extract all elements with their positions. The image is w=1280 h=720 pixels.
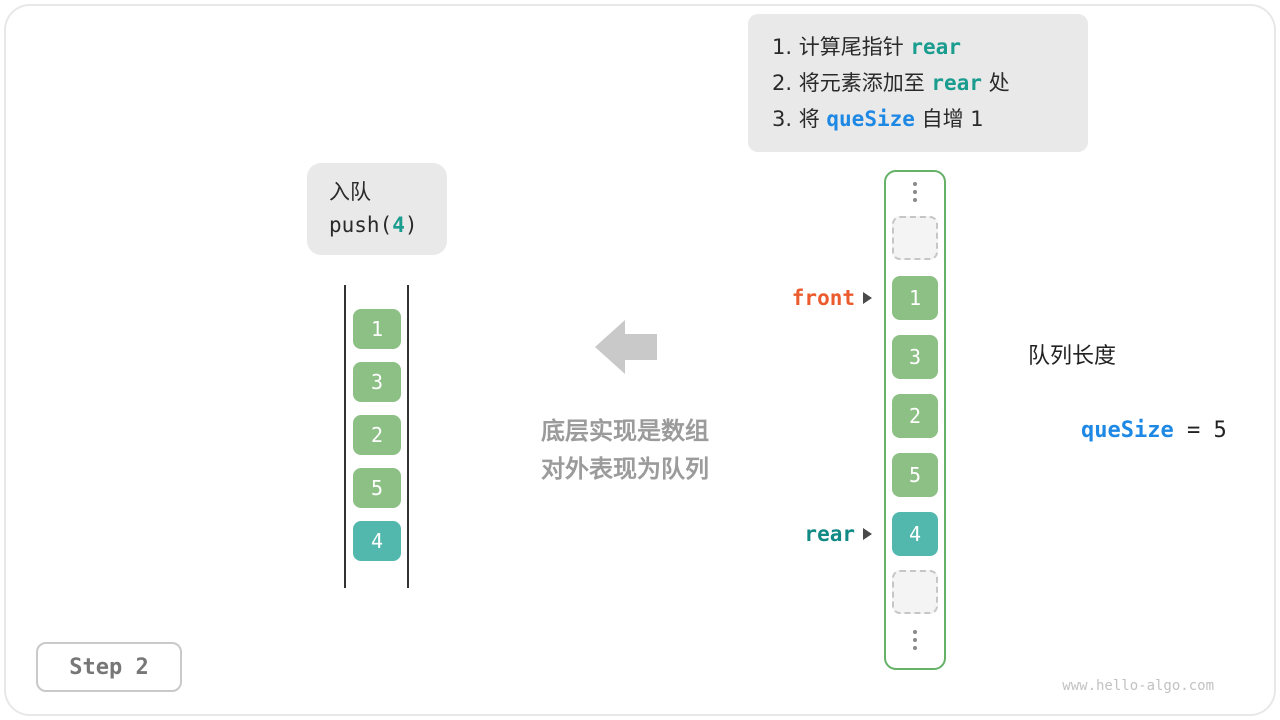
rear-arrow-icon (863, 528, 872, 540)
caption: 底层实现是数组 对外表现为队列 (500, 412, 750, 488)
code-text: ) (404, 213, 418, 237)
caption-line-2: 对外表现为队列 (541, 455, 709, 483)
operation-code: push(4) (329, 208, 447, 242)
queue-length-label: 队列长度 (1028, 344, 1117, 369)
queue-visualization: 1 3 2 5 4 (344, 285, 410, 588)
queue-item: 2 (353, 415, 401, 455)
array-cell-rear: 4 (892, 512, 938, 556)
instruction-line: 3. 将 queSize 自增 1 (772, 101, 1088, 137)
instruction-text: 3. 将 (772, 107, 827, 131)
array-cell: 3 (892, 335, 938, 379)
array-cell-front: 1 (892, 276, 938, 320)
operation-box: 入队 push(4) (307, 163, 447, 255)
instruction-text: 处 (981, 71, 1010, 95)
instruction-line: 2. 将元素添加至 rear 处 (772, 65, 1088, 101)
array-cell: 2 (892, 394, 938, 438)
code-token-rear: rear (931, 71, 982, 95)
pushed-value: 4 (392, 213, 405, 237)
quesize-variable: queSize (1080, 418, 1174, 443)
caption-line-1: 底层实现是数组 (541, 417, 709, 445)
instruction-text: 自增 1 (914, 107, 984, 131)
instruction-text: 2. 将元素添加至 (772, 71, 932, 95)
array-cell-empty (892, 216, 938, 260)
instructions-box: 1. 计算尾指针 rear 2. 将元素添加至 rear 处 3. 将 queS… (748, 14, 1088, 152)
left-arrow-icon (595, 320, 657, 374)
step-badge: Step 2 (36, 642, 182, 692)
queue-item: 5 (353, 468, 401, 508)
queue-item-new: 4 (353, 521, 401, 561)
queue-item: 1 (353, 309, 401, 349)
rear-pointer-label: rear (732, 521, 872, 547)
array-container: 1 3 2 5 4 (884, 170, 946, 670)
queue-wall-line (344, 285, 346, 588)
watermark: www.hello-algo.com (1062, 678, 1214, 694)
arrow-tail (625, 334, 657, 360)
operation-title: 入队 (329, 180, 371, 204)
code-token-rear: rear (910, 35, 961, 59)
array-cell-empty (892, 570, 938, 614)
quesize-value: = 5 (1173, 418, 1227, 443)
code-text: push( (329, 213, 393, 237)
front-arrow-icon (863, 292, 872, 304)
front-label: front (791, 286, 855, 310)
ellipsis-icon (913, 182, 917, 202)
instruction-text: 1. 计算尾指针 (772, 35, 911, 59)
rear-label: rear (804, 522, 855, 546)
array-cell: 5 (892, 453, 938, 497)
ellipsis-icon (913, 630, 917, 650)
code-token-quesize: queSize (826, 107, 915, 131)
queue-wall-line (407, 285, 409, 588)
instruction-line: 1. 计算尾指针 rear (772, 29, 1088, 65)
queue-item: 3 (353, 362, 401, 402)
queue-length-code: queSize = 5 (1028, 374, 1227, 488)
arrow-head (595, 320, 625, 374)
front-pointer-label: front (732, 285, 872, 311)
queue-length-info: 队列长度 queSize = 5 (1028, 340, 1227, 488)
